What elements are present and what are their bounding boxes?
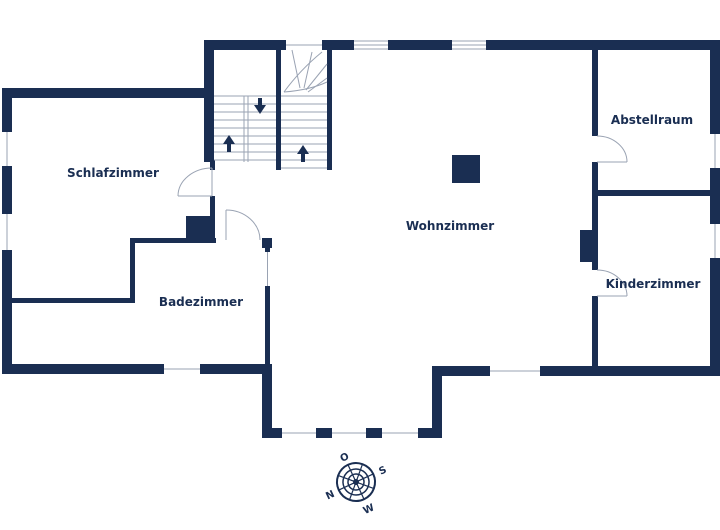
compass-south-label: S (377, 465, 388, 478)
door-storage (596, 135, 628, 163)
stair-arrow-down-icon (254, 98, 266, 114)
wall-bedroom-bath-a (12, 298, 134, 303)
staircase (214, 49, 328, 169)
chimney-kids (580, 230, 592, 262)
windows (2, 40, 720, 438)
room-label-badezimmer: Badezimmer (159, 295, 243, 309)
central-column (452, 155, 480, 183)
wall-right-rooms-low (592, 296, 598, 368)
wall-bottom-right (432, 366, 720, 376)
stair-arrow-up-icon (223, 135, 235, 152)
room-label-kinderzimmer: Kinderzimmer (606, 277, 701, 291)
wall-bath-right-lower (265, 238, 270, 366)
room-label-abstellraum: Abstellraum (611, 113, 693, 127)
wall-bedroom-top (2, 88, 214, 98)
wall-storage-kids (592, 190, 712, 196)
wall-right-rooms-mid (592, 162, 598, 270)
walls (2, 40, 720, 438)
wall-bedroom-bath-c (130, 238, 216, 243)
wall-bottom-left (2, 364, 272, 374)
compass-east-label: O (339, 451, 351, 465)
room-label-wohnzimmer: Wohnzimmer (406, 219, 494, 233)
door-bathroom (225, 209, 261, 241)
room-label-schlafzimmer: Schlafzimmer (67, 166, 159, 180)
interior-walls (12, 48, 712, 368)
duct-block (186, 216, 212, 242)
stair-arrow-up-icon (297, 145, 309, 162)
wall-stair-divider (276, 48, 281, 170)
compass-west-label: W (362, 502, 377, 517)
wall-bay-left (262, 364, 272, 438)
wall-bedroom-right (210, 160, 215, 170)
wall-right (710, 40, 720, 376)
wall-stair-right (327, 48, 332, 170)
wall-stair-left (204, 40, 214, 162)
door-bedroom (177, 167, 213, 197)
wall-right-rooms (592, 48, 598, 136)
wall-bay-right (432, 366, 442, 438)
compass-rose-icon: O S W N (324, 451, 388, 517)
wall-bedroom-bath-b (130, 238, 135, 303)
wall-bedroom-right-lower (210, 196, 215, 242)
doors (177, 135, 628, 297)
door-kids (596, 269, 628, 297)
compass-north-label: N (324, 489, 336, 503)
